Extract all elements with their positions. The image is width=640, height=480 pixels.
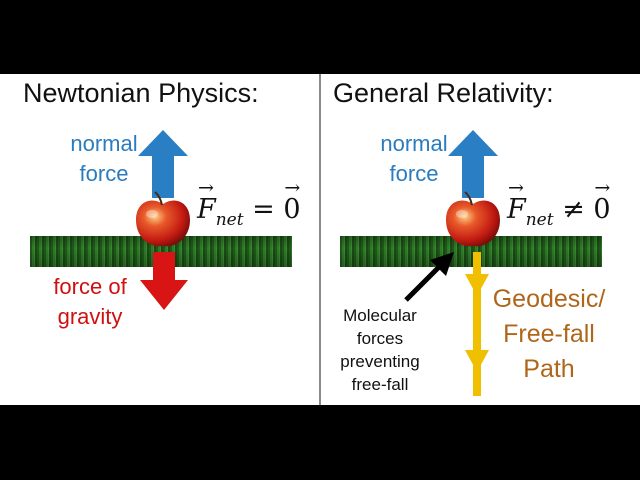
right-panel-title: General Relativity:	[333, 78, 554, 108]
not-equals-sign: ≠	[562, 194, 585, 225]
net-subscript: net	[525, 210, 554, 230]
right-net-force-equation: Fnet ≠ 0	[507, 177, 611, 230]
force-vector-symbol: F	[197, 177, 216, 225]
right-normal-force-arrow-icon	[448, 130, 498, 198]
left-gravity-label: force of gravity	[53, 274, 127, 329]
zero-vector-symbol: 0	[593, 177, 610, 225]
panel-divider	[319, 74, 321, 405]
right-apple-icon	[446, 191, 500, 247]
left-net-force-equation: Fnet = 0	[197, 177, 301, 230]
slide: Newtonian Physics: normal force force of…	[0, 74, 640, 405]
geodesic-path-arrow-icon	[465, 252, 489, 396]
left-normal-force-label: normal force	[70, 131, 138, 186]
zero-vector-symbol: 0	[283, 177, 300, 225]
left-gravity-arrow-icon	[140, 252, 188, 310]
left-normal-force-arrow-icon	[138, 130, 188, 198]
geodesic-path-label: Geodesic/ Free-fall Path	[492, 285, 606, 383]
left-panel-title: Newtonian Physics:	[23, 78, 259, 108]
left-apple-icon	[136, 191, 190, 247]
right-normal-force-label: normal force	[380, 131, 448, 186]
net-subscript: net	[215, 210, 244, 230]
molecular-forces-label: Molecular forces preventing free-fall	[340, 306, 420, 394]
equals-sign: =	[252, 194, 275, 225]
force-vector-symbol: F	[507, 177, 526, 225]
molecular-forces-pointer-arrow-icon	[404, 252, 454, 302]
